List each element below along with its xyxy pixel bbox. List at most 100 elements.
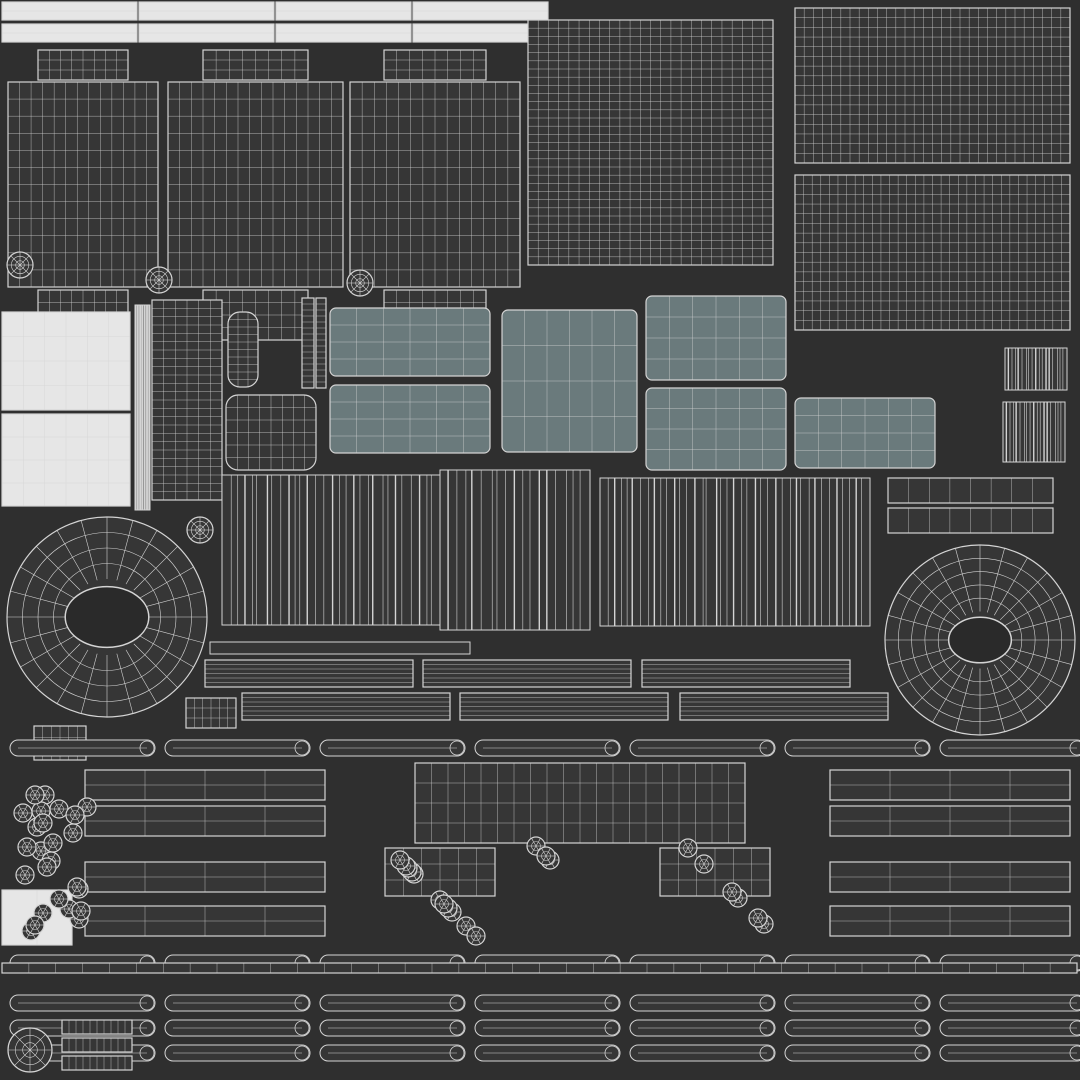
small-block bbox=[185, 697, 237, 729]
cushion-back bbox=[37, 49, 129, 81]
strip-vertical bbox=[134, 304, 151, 511]
small-disc bbox=[65, 805, 85, 825]
small-disc bbox=[25, 785, 45, 805]
h-strip bbox=[641, 659, 851, 688]
tube-segment bbox=[629, 994, 776, 1012]
teal-panel bbox=[794, 397, 936, 469]
teal-panel bbox=[645, 387, 787, 471]
frame-piece bbox=[829, 905, 1071, 937]
tube-segment bbox=[784, 1044, 931, 1062]
small-disc bbox=[33, 813, 53, 833]
tube-segment bbox=[164, 739, 311, 757]
hatch-block bbox=[1002, 401, 1066, 463]
white-block bbox=[1, 413, 131, 507]
tube-segment bbox=[939, 1019, 1080, 1037]
small-disc bbox=[390, 850, 410, 870]
small-disc bbox=[678, 838, 698, 858]
small-disc bbox=[63, 823, 83, 843]
white-strip bbox=[138, 1, 275, 21]
frame-piece bbox=[829, 769, 1071, 801]
pleated-strip bbox=[151, 299, 223, 501]
white-strip bbox=[1, 1, 138, 21]
cushion-top-panel bbox=[527, 19, 774, 266]
small-disc bbox=[748, 908, 768, 928]
h-strip bbox=[422, 659, 632, 688]
bottom-strip bbox=[1, 962, 1078, 974]
white-strip bbox=[138, 23, 275, 43]
tube-segment bbox=[319, 1044, 466, 1062]
small-disc bbox=[13, 803, 33, 823]
small-disc bbox=[17, 837, 37, 857]
white-strip bbox=[275, 1, 412, 21]
h-strip bbox=[679, 692, 889, 721]
tube-segment bbox=[9, 994, 156, 1012]
stripe-band-left bbox=[221, 474, 441, 626]
tube-segment bbox=[939, 994, 1080, 1012]
arm-piece bbox=[659, 847, 771, 897]
small-disc bbox=[694, 854, 714, 874]
stripe-band-right bbox=[599, 477, 871, 627]
frame-piece bbox=[829, 805, 1071, 837]
tube-segment bbox=[164, 1044, 311, 1062]
small-disc bbox=[15, 865, 35, 885]
cushion-back bbox=[202, 49, 309, 81]
small-disc bbox=[37, 857, 57, 877]
h-strip bbox=[204, 659, 414, 688]
teal-panel bbox=[501, 309, 638, 453]
small-disc bbox=[43, 833, 63, 853]
small-disc bbox=[536, 846, 556, 866]
round-cushion-right bbox=[884, 544, 1076, 736]
small-disc bbox=[71, 901, 91, 921]
white-strip bbox=[275, 23, 412, 43]
small-disc bbox=[49, 889, 69, 909]
tube-segment bbox=[629, 1044, 776, 1062]
small-wheel bbox=[145, 266, 173, 294]
cushion-body bbox=[349, 81, 521, 288]
curved-arc bbox=[887, 507, 1054, 534]
cushion-body bbox=[7, 81, 159, 288]
tube-segment bbox=[474, 1044, 621, 1062]
tube-segment bbox=[164, 994, 311, 1012]
tube-segment bbox=[784, 1019, 931, 1037]
tube-segment bbox=[784, 739, 931, 757]
bottom-disc bbox=[7, 1027, 53, 1073]
tube-segment bbox=[939, 739, 1080, 757]
small-disc bbox=[466, 926, 486, 946]
teal-panel bbox=[329, 384, 491, 454]
small-block bbox=[61, 1019, 133, 1035]
small-wheel bbox=[186, 516, 214, 544]
tube-segment bbox=[164, 1019, 311, 1037]
small-block bbox=[61, 1055, 133, 1071]
teal-panel bbox=[329, 307, 491, 377]
teal-panel bbox=[645, 295, 787, 381]
white-strip bbox=[1, 23, 138, 43]
tube-segment bbox=[474, 1019, 621, 1037]
tube-segment bbox=[939, 1044, 1080, 1062]
small-disc bbox=[25, 915, 45, 935]
frame-piece bbox=[84, 861, 326, 893]
frame-piece bbox=[84, 769, 326, 801]
tube-segment bbox=[319, 739, 466, 757]
rounded-square bbox=[225, 394, 317, 471]
cushion-back bbox=[383, 49, 487, 81]
frame-piece bbox=[84, 905, 326, 937]
frame-piece bbox=[84, 805, 326, 837]
small-disc bbox=[434, 894, 454, 914]
small-disc bbox=[722, 882, 742, 902]
tube-segment bbox=[629, 739, 776, 757]
frame-piece bbox=[829, 861, 1071, 893]
tube-segment bbox=[319, 1019, 466, 1037]
tube-segment bbox=[629, 1019, 776, 1037]
small-wheel bbox=[6, 251, 34, 279]
curved-arc bbox=[887, 477, 1054, 504]
hatch-block bbox=[1004, 347, 1068, 391]
white-strip bbox=[412, 1, 549, 21]
back-panel bbox=[414, 762, 746, 844]
panel-right-2 bbox=[794, 174, 1071, 331]
tube-segment bbox=[784, 994, 931, 1012]
cushion-body bbox=[167, 81, 344, 288]
tube-segment bbox=[319, 994, 466, 1012]
tube-segment bbox=[474, 994, 621, 1012]
panel-right-1 bbox=[794, 7, 1071, 164]
